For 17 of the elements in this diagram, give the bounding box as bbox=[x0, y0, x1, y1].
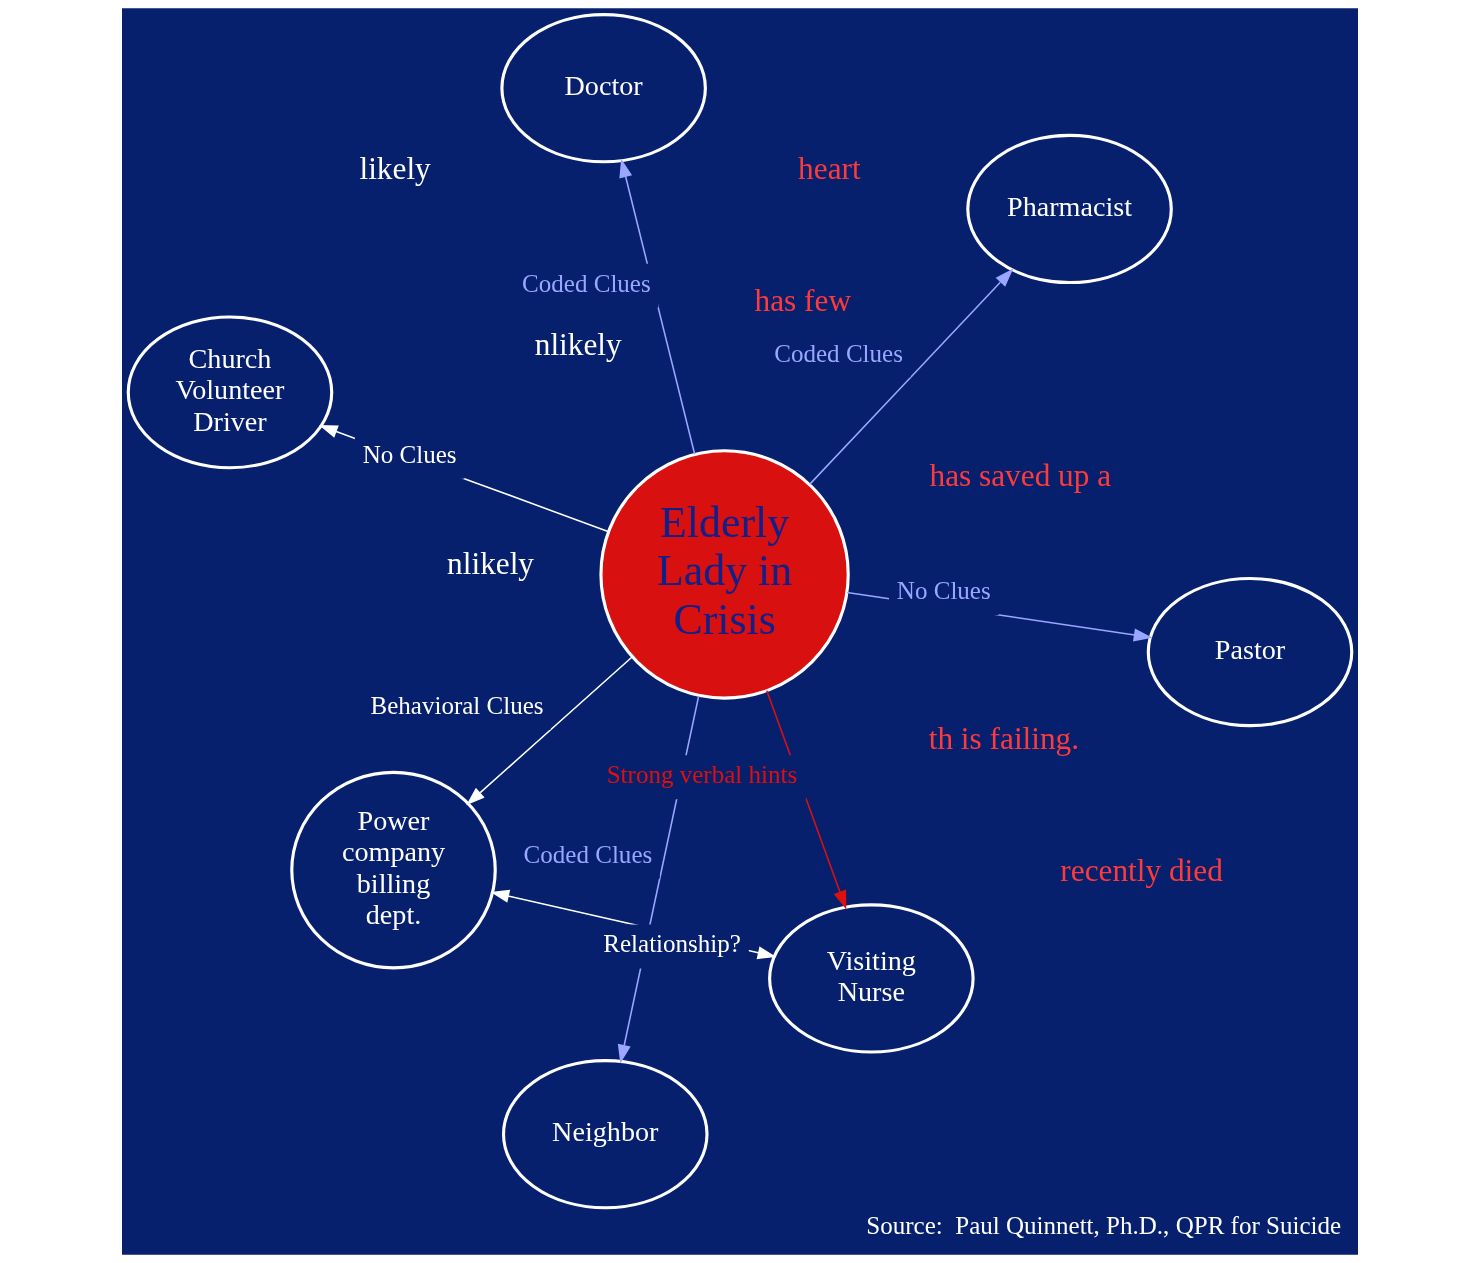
edge-label: Behavioral Clues bbox=[370, 691, 544, 719]
edge-label: No Clues bbox=[362, 440, 457, 468]
label: has saved up a bbox=[929, 458, 1112, 494]
edge-label: No Clues bbox=[896, 576, 991, 604]
edge-label: Coded Clues bbox=[523, 840, 653, 868]
label: heart bbox=[798, 151, 861, 187]
label: nlikely bbox=[534, 326, 622, 362]
label: likely bbox=[359, 151, 431, 187]
label: recently died bbox=[1060, 852, 1223, 888]
edge-label: Coded Clues bbox=[774, 339, 903, 367]
label: has few bbox=[754, 282, 852, 318]
edge-label: Strong verbal hints bbox=[606, 761, 798, 789]
edge-label: Coded Clues bbox=[522, 269, 651, 297]
label: th is failing. bbox=[928, 721, 1080, 757]
caption: Source: Paul Quinnett, Ph.D., QPR for Suicide bbox=[866, 1212, 1342, 1240]
edge-label: Relationship? bbox=[603, 930, 741, 958]
label: nlikely bbox=[447, 545, 535, 581]
